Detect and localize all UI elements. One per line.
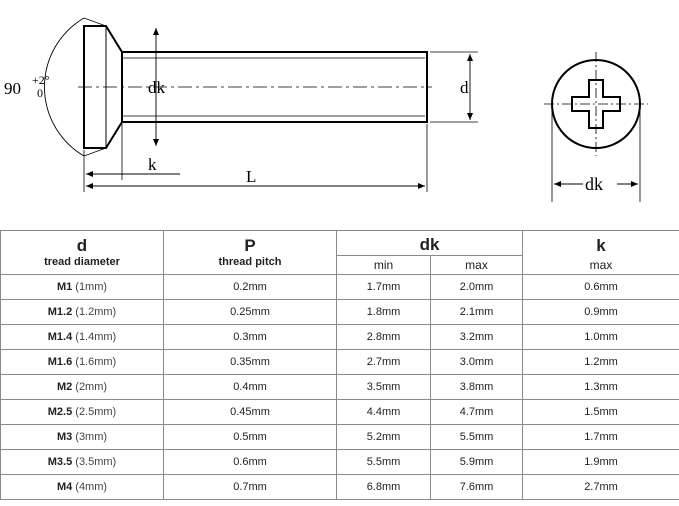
dk-max-cell: 3.8mm xyxy=(430,374,523,400)
header-k: k xyxy=(522,230,679,256)
size-cell: M1 xyxy=(56,281,73,293)
dk-min-cell: 1.8mm xyxy=(336,299,431,325)
k-max-cell: 1.2mm xyxy=(522,349,679,375)
header-dk-max: max xyxy=(430,255,523,275)
k-label: k xyxy=(148,155,157,174)
header-k-sub: max xyxy=(522,255,679,275)
size-cell: M3.5 xyxy=(47,456,73,468)
k-max-cell: 1.9mm xyxy=(522,449,679,475)
k-max-cell: 2.7mm xyxy=(522,474,679,500)
k-max-cell: 1.5mm xyxy=(522,399,679,425)
dk-min-cell: 3.5mm xyxy=(336,374,431,400)
k-max-cell: 0.6mm xyxy=(522,274,679,300)
header-d: d xyxy=(0,230,164,256)
dk-max-cell: 7.6mm xyxy=(430,474,523,500)
size-cell: M2.5 xyxy=(47,406,73,418)
size-cell: M2 xyxy=(56,381,73,393)
screw-drawing: 90 +2° 0 dk d k L dk xyxy=(4,17,648,202)
size-mm-cell: (4mm) xyxy=(75,481,108,493)
size-mm-cell: (2.5mm) xyxy=(75,406,117,418)
size-mm-cell: (1mm) xyxy=(75,281,108,293)
dk-max-cell: 5.9mm xyxy=(430,449,523,475)
dk-min-cell: 5.5mm xyxy=(336,449,431,475)
dk-min-cell: 5.2mm xyxy=(336,424,431,450)
size-cell: M1.4 xyxy=(47,331,73,343)
k-max-cell: 0.9mm xyxy=(522,299,679,325)
d-label: d xyxy=(460,78,469,97)
header-p: P xyxy=(163,230,337,256)
size-cell: M3 xyxy=(56,431,73,443)
angle-label: 90 xyxy=(4,79,21,98)
k-max-cell: 1.7mm xyxy=(522,424,679,450)
dk-max-cell: 2.0mm xyxy=(430,274,523,300)
angle-tol-upper: +2° xyxy=(32,73,50,87)
size-mm-cell: (1.4mm) xyxy=(75,331,117,343)
pitch-cell: 0.6mm xyxy=(163,449,337,475)
dk-min-cell: 1.7mm xyxy=(336,274,431,300)
pitch-cell: 0.3mm xyxy=(163,324,337,350)
pitch-cell: 0.4mm xyxy=(163,374,337,400)
dk-side-label: dk xyxy=(148,78,166,97)
pitch-cell: 0.7mm xyxy=(163,474,337,500)
screw-side-view xyxy=(44,17,478,192)
pitch-cell: 0.5mm xyxy=(163,424,337,450)
dk-min-cell: 6.8mm xyxy=(336,474,431,500)
pitch-cell: 0.2mm xyxy=(163,274,337,300)
dk-max-cell: 4.7mm xyxy=(430,399,523,425)
header-dk-min: min xyxy=(336,255,431,275)
dk-front-label: dk xyxy=(585,174,603,194)
size-mm-cell: (3mm) xyxy=(75,431,108,443)
size-cell: M4 xyxy=(56,481,73,493)
k-max-cell: 1.3mm xyxy=(522,374,679,400)
size-mm-cell: (3.5mm) xyxy=(75,456,117,468)
header-dk: dk xyxy=(336,230,523,256)
L-label: L xyxy=(246,167,256,186)
dk-max-cell: 3.0mm xyxy=(430,349,523,375)
header-d-sub: tread diameter xyxy=(0,255,164,275)
dk-min-cell: 2.7mm xyxy=(336,349,431,375)
k-max-cell: 1.0mm xyxy=(522,324,679,350)
size-mm-cell: (1.2mm) xyxy=(75,306,117,318)
dk-min-cell: 4.4mm xyxy=(336,399,431,425)
header-p-sub: thread pitch xyxy=(163,255,337,275)
dk-max-cell: 2.1mm xyxy=(430,299,523,325)
size-cell: M1.6 xyxy=(47,356,73,368)
angle-tol-lower: 0 xyxy=(37,86,43,100)
pitch-cell: 0.45mm xyxy=(163,399,337,425)
size-mm-cell: (2mm) xyxy=(75,381,108,393)
pitch-cell: 0.25mm xyxy=(163,299,337,325)
size-mm-cell: (1.6mm) xyxy=(75,356,117,368)
pitch-cell: 0.35mm xyxy=(163,349,337,375)
phillips-cross xyxy=(571,79,621,129)
angle-arc xyxy=(44,17,85,157)
size-cell: M1.2 xyxy=(47,306,73,318)
dk-max-cell: 3.2mm xyxy=(430,324,523,350)
spec-table: d P dk k tread diameter thread pitch min… xyxy=(0,230,679,500)
dk-min-cell: 2.8mm xyxy=(336,324,431,350)
dk-max-cell: 5.5mm xyxy=(430,424,523,450)
